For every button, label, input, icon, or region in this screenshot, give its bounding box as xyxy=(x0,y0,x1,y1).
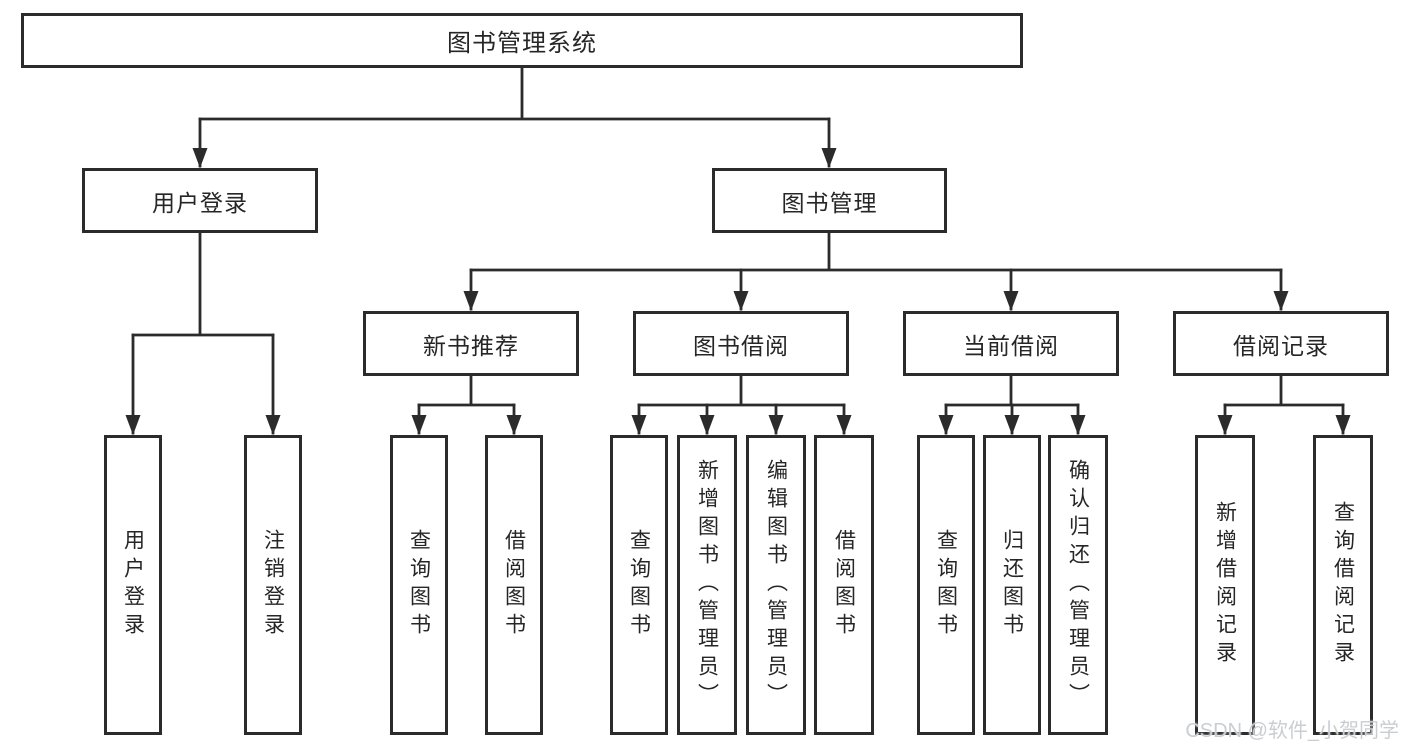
node-user-login: 用户登录 xyxy=(82,168,318,233)
leaf-query-books-current-label: 查询图书 xyxy=(934,529,958,641)
node-new-book-recommend: 新书推荐 xyxy=(363,311,579,376)
leaf-edit-books-admin: 编辑图书（管理员） xyxy=(746,435,806,735)
leaf-logout-label: 注销登录 xyxy=(261,529,285,641)
watermark: CSDN @软件_小贺同学 xyxy=(1185,720,1399,742)
leaf-user-login: 用户登录 xyxy=(104,435,162,735)
leaf-return-books-label: 归还图书 xyxy=(1000,529,1024,641)
leaf-add-books-admin: 新增图书（管理员） xyxy=(677,435,737,735)
leaf-query-books-borrow-label: 查询图书 xyxy=(627,529,651,641)
leaf-confirm-return-admin-label: 确认归还（管理员） xyxy=(1066,459,1090,711)
leaf-query-borrow-record-label: 查询借阅记录 xyxy=(1331,501,1355,669)
leaf-add-books-admin-label: 新增图书（管理员） xyxy=(695,459,719,711)
node-book-management: 图书管理 xyxy=(712,168,947,233)
leaf-query-borrow-record: 查询借阅记录 xyxy=(1313,435,1373,735)
leaf-query-books-current: 查询图书 xyxy=(917,435,975,735)
node-borrow-records: 借阅记录 xyxy=(1173,311,1389,376)
leaf-query-books-recommend-label: 查询图书 xyxy=(407,529,431,641)
leaf-borrow-books: 借阅图书 xyxy=(814,435,874,735)
leaf-edit-books-admin-label: 编辑图书（管理员） xyxy=(764,459,788,711)
leaf-borrow-books-recommend-label: 借阅图书 xyxy=(502,529,526,641)
node-library-system: 图书管理系统 xyxy=(21,13,1023,68)
node-current-borrow: 当前借阅 xyxy=(903,311,1119,376)
leaf-add-borrow-record-label: 新增借阅记录 xyxy=(1213,501,1237,669)
leaf-query-books-recommend: 查询图书 xyxy=(390,435,448,735)
leaf-add-borrow-record: 新增借阅记录 xyxy=(1195,435,1255,735)
leaf-borrow-books-recommend: 借阅图书 xyxy=(485,435,543,735)
leaf-borrow-books-label: 借阅图书 xyxy=(832,529,856,641)
leaf-user-login-label: 用户登录 xyxy=(121,529,145,641)
leaf-logout: 注销登录 xyxy=(244,435,302,735)
leaf-return-books: 归还图书 xyxy=(983,435,1041,735)
node-book-borrow: 图书借阅 xyxy=(633,311,849,376)
leaf-confirm-return-admin: 确认归还（管理员） xyxy=(1048,435,1108,735)
leaf-query-books-borrow: 查询图书 xyxy=(610,435,668,735)
